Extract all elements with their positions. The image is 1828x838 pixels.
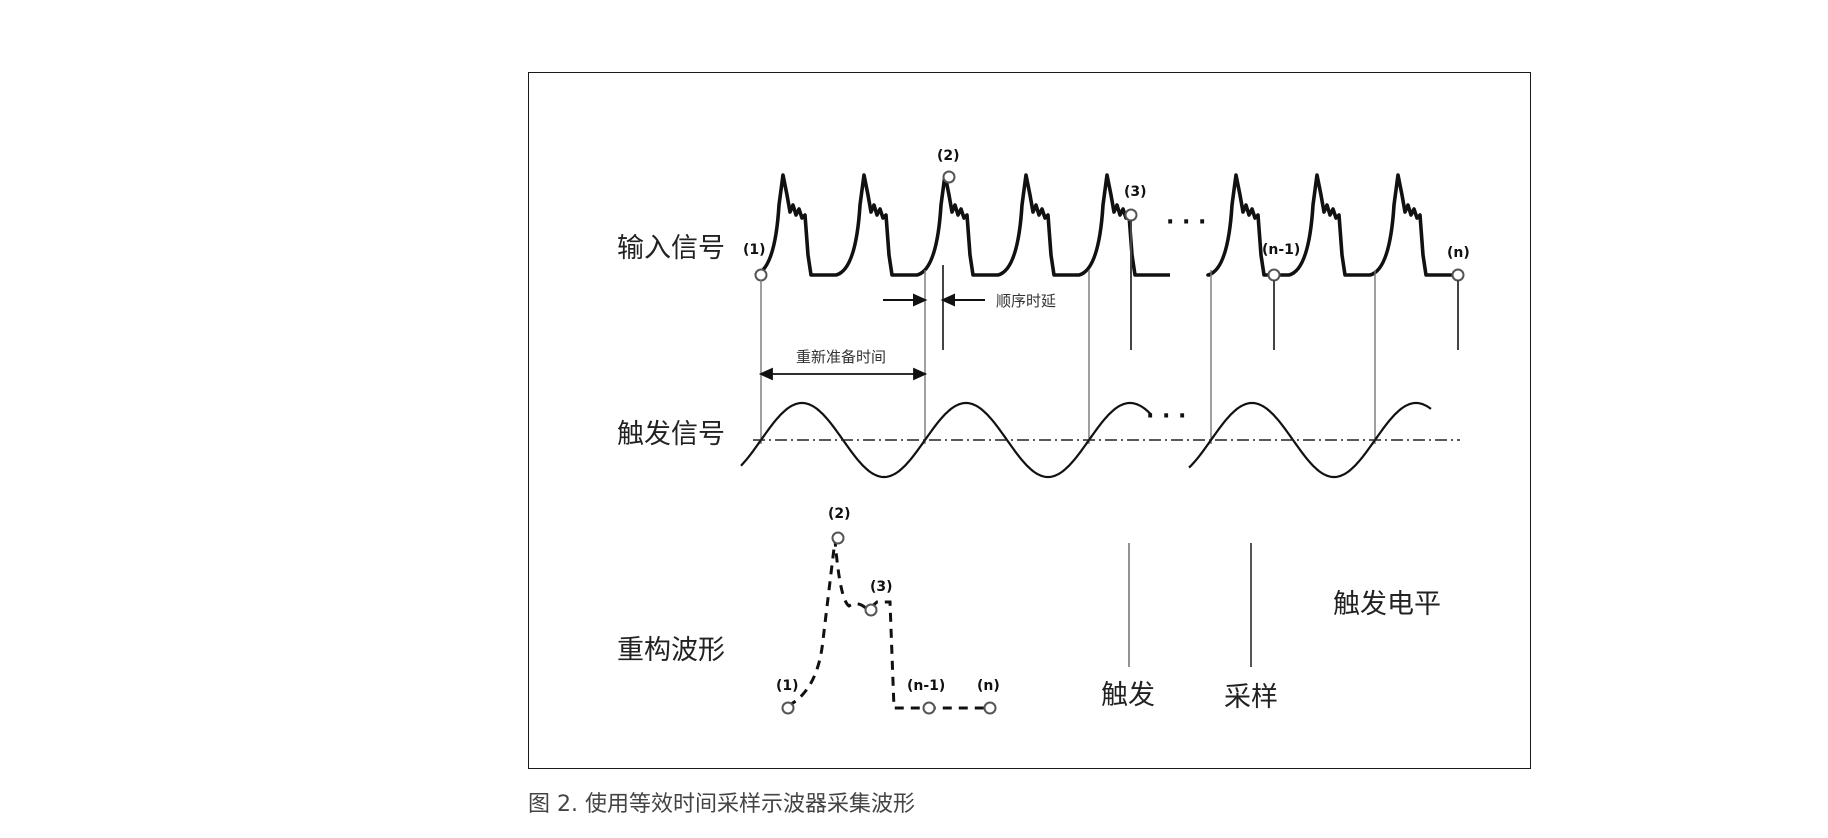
input-signal-waveform bbox=[754, 173, 1458, 277]
sample-marker-n-1 bbox=[1267, 268, 1281, 282]
point-label-1: (1) bbox=[743, 242, 766, 258]
reconstructed-marker-2 bbox=[831, 531, 845, 545]
legend-trigger-label: 触发 bbox=[1101, 680, 1155, 711]
sample-marker-1 bbox=[754, 268, 768, 282]
point-label-n: (n) bbox=[1447, 245, 1470, 261]
sequential-delay-label: 顺序时延 bbox=[996, 292, 1056, 310]
point-label-3: (3) bbox=[1124, 184, 1147, 200]
reconstructed-markers bbox=[781, 531, 997, 715]
trigger-signal-label: 触发信号 bbox=[617, 419, 725, 450]
trigger-signal-waveform bbox=[740, 401, 1432, 479]
ellipsis-trigger: · · · bbox=[1146, 404, 1186, 429]
input-signal-label: 输入信号 bbox=[617, 233, 725, 264]
sample-marker-3 bbox=[1124, 208, 1138, 222]
diagram-frame bbox=[528, 72, 1531, 769]
point-label-2: (2) bbox=[937, 148, 960, 164]
trigger-signal-segment-right bbox=[1188, 401, 1432, 479]
recon-label-3: (3) bbox=[870, 579, 893, 595]
input-signal-segment-left bbox=[754, 173, 1170, 277]
recon-label-2: (2) bbox=[828, 506, 851, 522]
sample-marker-n bbox=[1451, 268, 1465, 282]
sample-marker-2 bbox=[942, 170, 956, 184]
trigger-signal-segment-left bbox=[740, 401, 1152, 479]
trigger-level-label: 触发电平 bbox=[1333, 589, 1441, 620]
figure-caption: 图 2. 使用等效时间采样示波器采集波形 bbox=[528, 792, 915, 817]
input-signal-segment-right bbox=[1206, 173, 1458, 277]
reconstructed-marker-3 bbox=[864, 603, 878, 617]
recon-label-n-1: (n-1) bbox=[907, 678, 945, 694]
reconstructed-marker-n bbox=[983, 701, 997, 715]
recon-label-1: (1) bbox=[776, 678, 799, 694]
recon-label-n: (n) bbox=[977, 678, 1000, 694]
rearm-time-label: 重新准备时间 bbox=[796, 348, 886, 366]
ellipsis-input: · · · bbox=[1166, 210, 1206, 235]
sequential-delay-indicator bbox=[883, 293, 985, 307]
reconstructed-marker-n-1 bbox=[922, 701, 936, 715]
sample-connector-lines bbox=[942, 220, 1459, 350]
rearm-time-indicator bbox=[758, 367, 928, 381]
reconstructed-waveform-label: 重构波形 bbox=[617, 635, 725, 666]
reconstructed-waveform bbox=[787, 539, 992, 710]
legend-sample-label: 采样 bbox=[1224, 682, 1278, 713]
reconstructed-marker-1 bbox=[781, 701, 795, 715]
point-label-n-1: (n-1) bbox=[1262, 242, 1300, 258]
